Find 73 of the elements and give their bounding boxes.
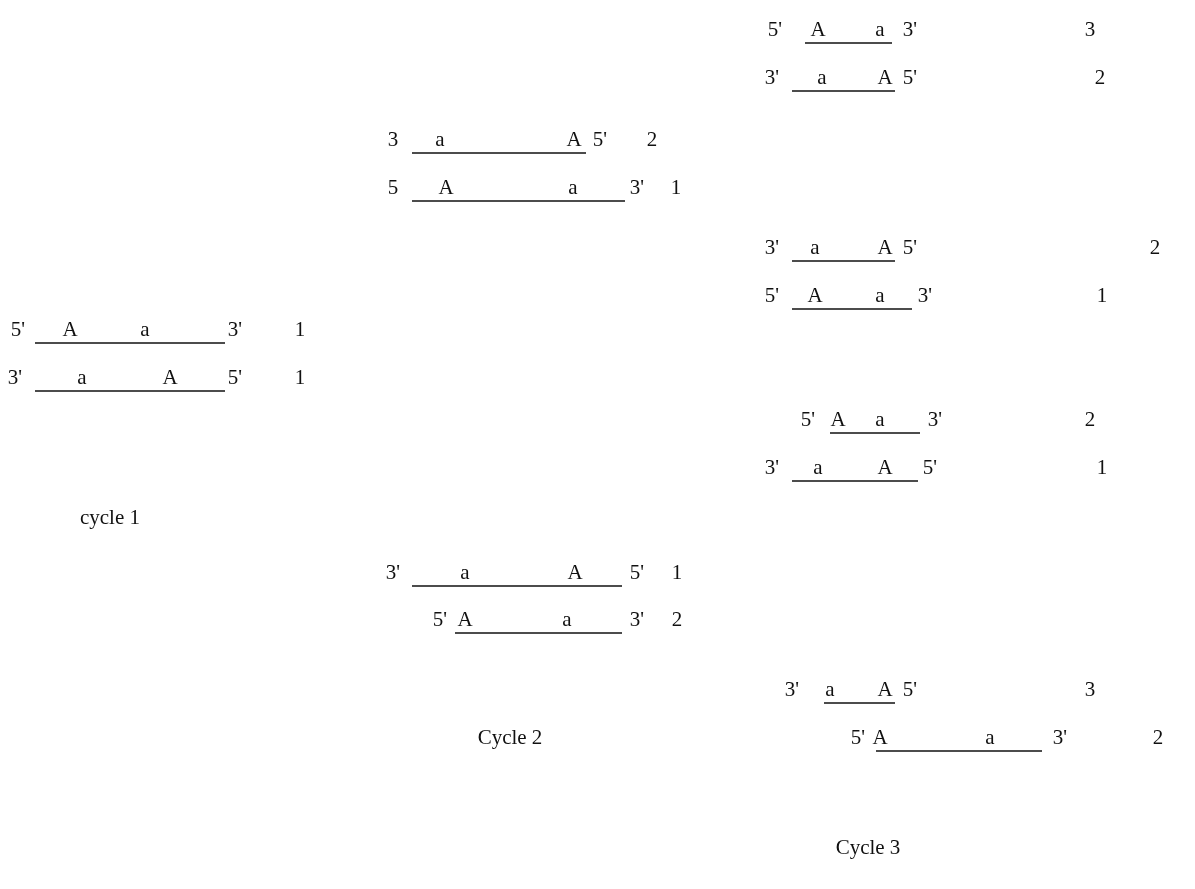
allele-label: A [877,236,893,260]
strand-number: 1 [1096,456,1108,480]
strand-end-label: 5' [902,678,918,702]
allele-label: a [813,456,823,480]
strand-number: 2 [1094,66,1106,90]
strand-end-label: 5' [902,66,918,90]
strand-end-label: 3' [764,66,780,90]
allele-label: A [877,678,893,702]
strand-number: 1 [671,561,683,585]
strand-end-label: 5' [227,366,243,390]
allele-label: a [140,318,150,342]
strand-number: 2 [646,128,658,152]
allele-label: a [817,66,827,90]
strand-end-label: 5' [850,726,866,750]
allele-label: A [62,318,78,342]
strand-end-label: 5' [629,561,645,585]
strand-end-label: 5' [10,318,26,342]
strand-end-label: 3' [927,408,943,432]
allele-label: A [566,128,582,152]
strand-end-label: 5' [767,18,783,42]
strand-end-label: 5' [764,284,780,308]
strand-end-label: 5 [387,176,399,200]
allele-label: A [162,366,178,390]
cycle-caption: cycle 1 [80,506,140,530]
strand-end-label: 3' [917,284,933,308]
allele-label: A [438,176,454,200]
strand-end-label: 3' [7,366,23,390]
strand-end-label: 3' [227,318,243,342]
strand-number: 2 [671,608,683,632]
cycle-caption: Cycle 3 [835,836,901,860]
strand-number: 2 [1149,236,1161,260]
allele-label: A [877,66,893,90]
allele-label: A [810,18,826,42]
allele-label: a [435,128,445,152]
allele-label: A [807,284,823,308]
strand-end-label: 5' [902,236,918,260]
allele-label: A [830,408,846,432]
strand-end-label: 3' [385,561,401,585]
cycle-caption: Cycle 2 [477,726,543,750]
allele-label: A [567,561,583,585]
allele-label: a [77,366,87,390]
strand-end-label: 5' [432,608,448,632]
allele-label: a [875,408,885,432]
strand-end-label: 3' [784,678,800,702]
strand-end-label: 5' [800,408,816,432]
strand-end-label: 3' [629,608,645,632]
strand-end-label: 3' [902,18,918,42]
allele-label: A [872,726,888,750]
strand-number: 2 [1152,726,1164,750]
allele-label: A [877,456,893,480]
allele-label: a [875,18,885,42]
allele-label: a [568,176,578,200]
strand-number: 1 [294,318,306,342]
allele-label: a [562,608,572,632]
strand-number: 1 [294,366,306,390]
strand-end-label: 3' [764,456,780,480]
allele-label: a [460,561,470,585]
strand-end-label: 3' [1052,726,1068,750]
strand-end-label: 3 [387,128,399,152]
allele-label: a [810,236,820,260]
strand-end-label: 5' [592,128,608,152]
allele-label: a [875,284,885,308]
strand-number: 2 [1084,408,1096,432]
strand-end-label: 3' [764,236,780,260]
strand-number: 1 [670,176,682,200]
strand-end-label: 3' [629,176,645,200]
allele-label: A [457,608,473,632]
strand-number: 3 [1084,18,1096,42]
allele-label: a [825,678,835,702]
strand-number: 1 [1096,284,1108,308]
strand-end-label: 5' [922,456,938,480]
strand-number: 3 [1084,678,1096,702]
allele-label: a [985,726,995,750]
